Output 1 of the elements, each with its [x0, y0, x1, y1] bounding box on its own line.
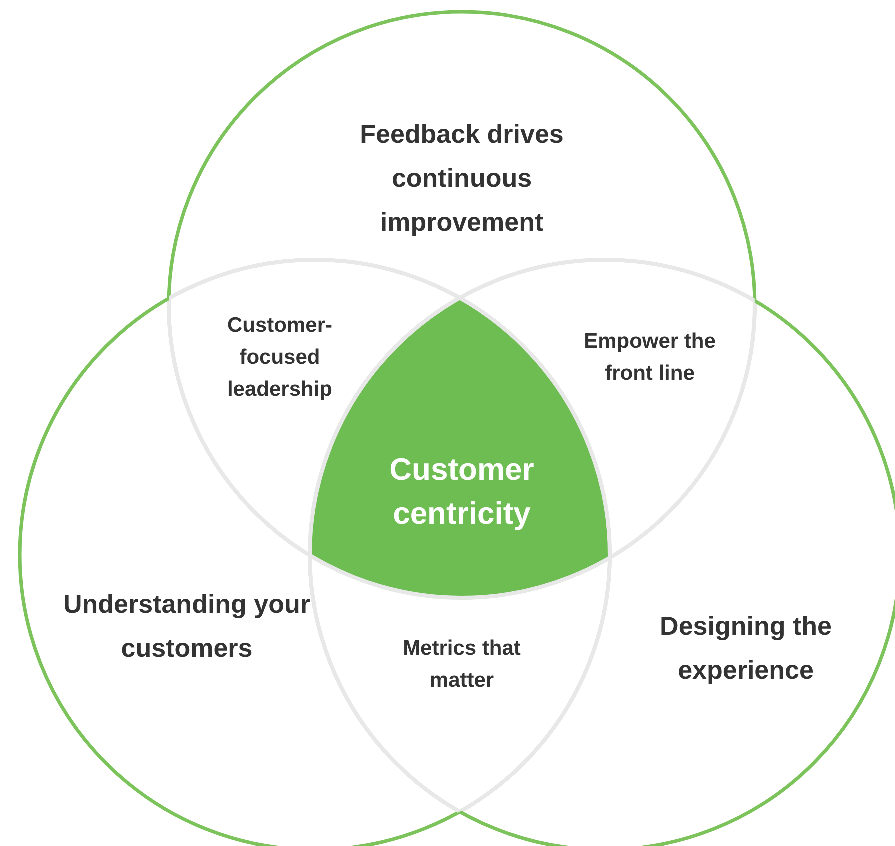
circle-label: Feedback drives continuous improvement — [359, 118, 565, 239]
